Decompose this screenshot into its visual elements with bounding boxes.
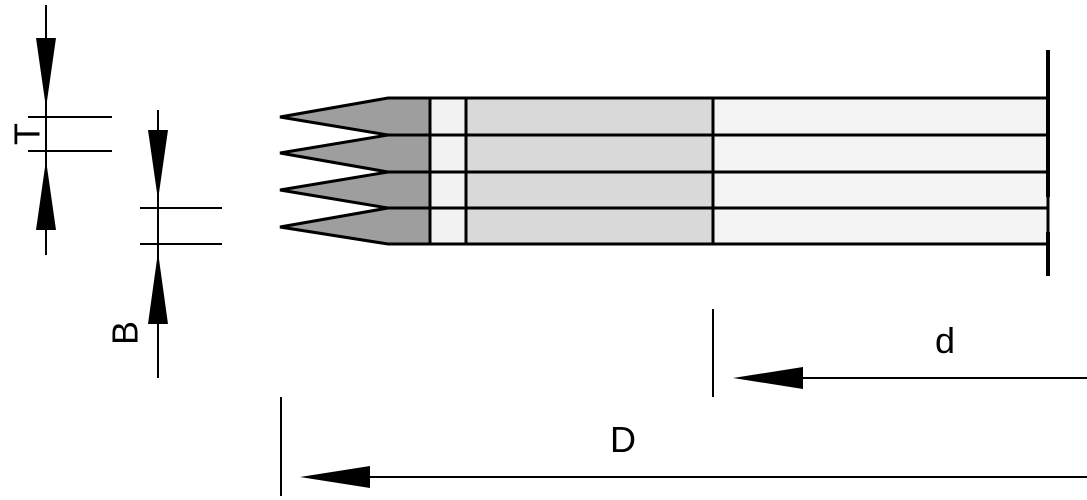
strip-tip [279, 96, 432, 137]
strip-band [428, 133, 468, 174]
strip-band [428, 170, 468, 210]
strip-tip [279, 170, 432, 210]
dimension-t: T [7, 5, 112, 255]
strip-handle [711, 206, 1050, 246]
strip-handle [711, 170, 1050, 210]
strip-ferrule [464, 133, 715, 174]
strip-tip [279, 206, 432, 246]
arrow-up-icon [36, 160, 56, 230]
arrow-up-icon [148, 252, 168, 324]
arrow-left-icon [300, 466, 370, 488]
strip-handle [711, 96, 1050, 137]
strip-handle [711, 133, 1050, 174]
arrow-down-icon [36, 38, 56, 108]
strip [279, 133, 1050, 174]
arrow-down-icon [148, 130, 168, 200]
dimension-d-small: d [712, 309, 1087, 397]
dimension-d-large: D [280, 397, 1087, 496]
dimension-label-b: B [105, 321, 146, 345]
arrow-left-icon [733, 367, 803, 389]
strip-band [428, 206, 468, 246]
strip-ferrule [464, 96, 715, 137]
dimension-label-d-large: D [610, 419, 636, 460]
dimension-label-t: T [7, 123, 48, 145]
strip [279, 206, 1050, 246]
strip-band [428, 96, 468, 137]
strip [279, 170, 1050, 210]
dimension-b: B [105, 110, 222, 378]
dimension-label-d-small: d [935, 320, 955, 361]
strip [279, 96, 1050, 137]
strip-ferrule [464, 170, 715, 210]
strip-ferrule [464, 206, 715, 246]
strip-tip [279, 133, 432, 174]
strip-bundle [279, 50, 1050, 276]
